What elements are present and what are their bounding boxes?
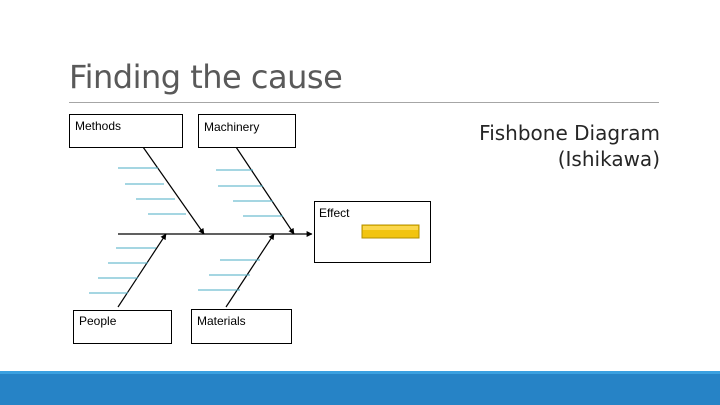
people-label: People <box>79 314 117 328</box>
methods-bone <box>142 146 205 235</box>
people-box: People <box>73 310 172 344</box>
footer-band <box>0 374 720 405</box>
diagram-caption: Fishbone Diagram (Ishikawa) <box>479 120 660 172</box>
title-divider <box>69 102 659 103</box>
people-ribs <box>89 247 156 294</box>
caption-line-2: (Ishikawa) <box>557 147 660 171</box>
methods-ribs <box>118 167 186 215</box>
materials-label: Materials <box>197 314 246 328</box>
machinery-bone <box>235 146 295 235</box>
effect-highlight-shine <box>363 226 418 230</box>
materials-box: Materials <box>191 309 292 344</box>
materials-bone <box>225 233 275 308</box>
machinery-ribs <box>216 169 283 217</box>
methods-label: Methods <box>75 119 121 133</box>
methods-box: Methods <box>69 114 183 148</box>
page-title: Finding the cause <box>69 58 343 96</box>
materials-ribs <box>198 259 260 291</box>
people-bone <box>117 233 167 308</box>
machinery-label: Machinery <box>204 120 259 134</box>
effect-label: Effect <box>319 206 350 220</box>
footer-accent-line <box>0 371 720 374</box>
machinery-box: Machinery <box>198 114 296 148</box>
caption-line-1: Fishbone Diagram <box>479 121 660 145</box>
effect-box: Effect <box>314 201 431 263</box>
